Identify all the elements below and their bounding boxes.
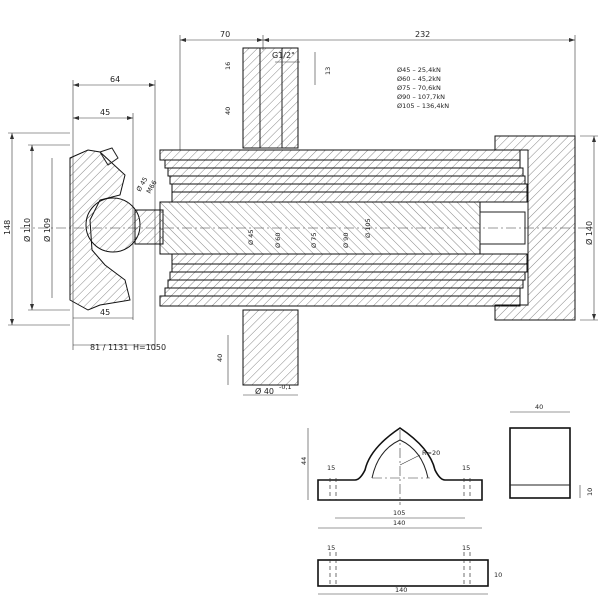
stage-dia-75: Ø 75 — [310, 233, 318, 248]
cylinder-section-view: 70 232 64 45 45 — [3, 30, 598, 396]
stage-dia-45: Ø 45 — [247, 230, 255, 245]
force-105: Ø105 – 136,4kN — [397, 102, 449, 110]
diameter-dimension-lines — [8, 132, 70, 326]
plan-10: 10 — [494, 571, 502, 579]
dim-40-bottom: 40 — [216, 354, 224, 362]
telescopic-stages — [159, 149, 528, 307]
bracket-15-left: 15 — [327, 464, 335, 472]
bracket-side-view — [509, 411, 581, 499]
stage-dia-60: Ø 60 — [274, 233, 282, 248]
dim-45-top: 45 — [100, 108, 110, 117]
bracket-radius: R=20 — [422, 449, 440, 457]
force-60: Ø60 – 45,2kN — [397, 75, 441, 83]
trunnion-pin — [227, 309, 299, 396]
plan-15-right: 15 — [462, 544, 470, 552]
bracket-side-40: 40 — [535, 403, 543, 411]
dim-232: 232 — [415, 30, 430, 39]
pin-diameter: Ø 40 — [255, 386, 274, 396]
bracket-105: 105 — [393, 509, 405, 517]
force-75: Ø75 – 70,6kN — [397, 84, 441, 92]
dim-148: 148 — [3, 220, 12, 235]
dim-40-port: 40 — [224, 107, 232, 115]
end-cap — [494, 135, 576, 321]
oil-port — [242, 47, 316, 149]
dim-109: Ø 109 — [42, 218, 52, 242]
dim-45-bottom: 45 — [100, 308, 110, 317]
dim-110: Ø 110 — [22, 218, 32, 242]
dim-13: 13 — [324, 67, 332, 75]
stroke-length: H=1050 — [133, 343, 166, 352]
force-90: Ø90 – 107,7kN — [397, 93, 445, 101]
bottom-length: 81 / 1131 — [90, 343, 128, 352]
dim-64: 64 — [110, 75, 120, 84]
plan-15-left: 15 — [327, 544, 335, 552]
top-dimension-lines — [179, 35, 576, 150]
dim-16: 16 — [224, 62, 232, 70]
dim-140-right: Ø 140 — [584, 221, 594, 245]
port-thread: G1/2" — [272, 51, 295, 60]
force-45: Ø45 – 25,4kN — [397, 66, 441, 74]
stage-dia-105: Ø 105 — [364, 218, 372, 238]
bracket-15-right: 15 — [462, 464, 470, 472]
bracket-height-44: 44 — [300, 457, 308, 465]
bracket-plan-view — [317, 552, 489, 595]
bracket-side-10: 10 — [586, 488, 594, 496]
bracket-140: 140 — [393, 519, 405, 527]
pin-tolerance: -0,1 — [279, 383, 292, 391]
ball-socket-base — [69, 147, 164, 311]
force-table: Ø45 – 25,4kN Ø60 – 45,2kN Ø75 – 70,6kN Ø… — [397, 66, 449, 110]
right-dimension — [580, 135, 598, 321]
stage-diameter-labels: Ø 45 Ø 60 Ø 75 Ø 90 Ø 105 — [247, 218, 372, 248]
dim-70: 70 — [220, 30, 230, 39]
plan-140: 140 — [395, 586, 407, 594]
stage-dia-90: Ø 90 — [342, 233, 350, 248]
bracket-front-view — [307, 427, 483, 529]
